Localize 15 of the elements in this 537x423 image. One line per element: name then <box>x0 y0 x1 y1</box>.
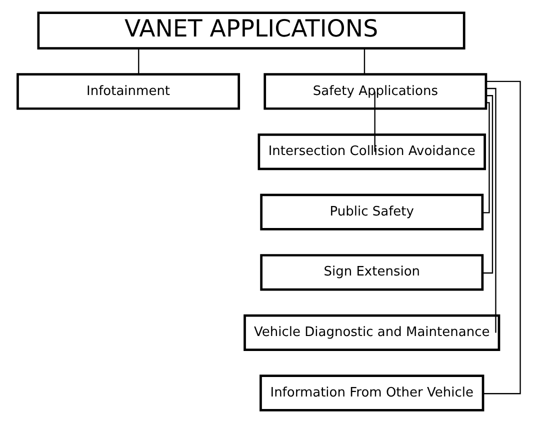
node-box: Public Safety <box>260 194 484 230</box>
connector <box>138 48 139 74</box>
node-box: VANET APPLICATIONS <box>36 12 465 50</box>
connector <box>482 80 520 394</box>
connector <box>363 48 365 74</box>
connector <box>484 88 496 333</box>
node-box: Sign Extension <box>260 254 484 291</box>
node-box: Vehicle Diagnostic and Maintenance <box>243 314 500 352</box>
node-box: Intersection Collision Avoidance <box>257 133 486 170</box>
connector <box>481 95 493 274</box>
connector <box>374 91 375 152</box>
connector <box>481 102 490 214</box>
node-box: Safety Applications <box>263 73 487 110</box>
node-box: Infotainment <box>16 73 240 110</box>
node-box: Information From Other Vehicle <box>259 374 484 412</box>
